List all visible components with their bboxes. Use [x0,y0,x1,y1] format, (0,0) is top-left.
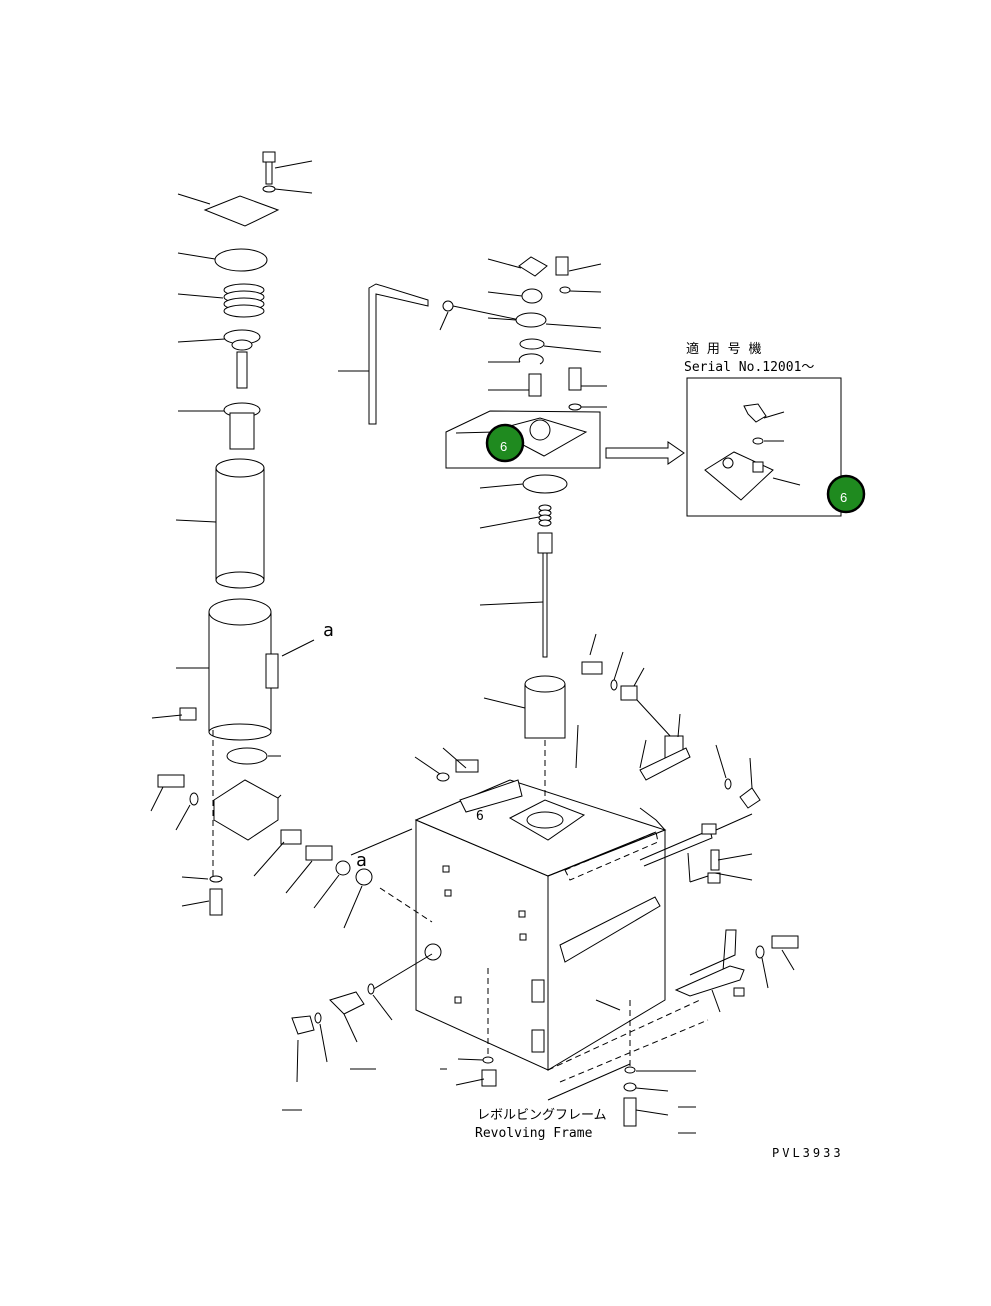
frame-label-en: Revolving Frame [475,1126,593,1141]
serial-elbow [743,403,767,423]
return-fittings [581,633,799,1013]
serial-panel: 適 用 号 機 Serial No.12001～ [684,341,842,517]
sight-gauge [559,896,661,963]
dipstick-rod [542,552,548,658]
drain-washer [209,875,223,883]
cover-washer [568,403,582,411]
dipstick-nut [537,532,553,554]
cap-bolt-small [555,256,569,276]
tank-bracket [414,747,523,813]
pipe-clamp [442,300,454,312]
valve-o-ring [724,778,732,790]
elbow-fitting [280,829,302,845]
elbow-adapter [739,787,761,809]
serial-arrow [605,441,685,465]
drain-bolt [209,888,223,916]
union-fitting [701,823,717,835]
head-bolt [157,774,185,788]
filter-spring [223,283,265,318]
breather-pipe [338,283,521,425]
filter-assembly: a a [150,151,413,929]
drawing-code: PVL3933 [772,1146,844,1160]
snap-ring [355,868,373,886]
level-sensor [674,965,745,997]
bracket-bolt [455,759,479,773]
drain-plug [367,983,375,995]
cover-o-ring [214,248,268,272]
applicability-title: 適 用 号 機 [686,341,761,357]
head-washer [189,792,199,806]
coupling-spring [305,845,333,861]
filler-neck [515,312,547,328]
retaining-ring [518,353,544,365]
drain-valve [329,991,365,1015]
frame-washer [624,1066,636,1074]
sensor-washer [755,945,765,959]
serial-washer [752,437,764,445]
bracket-washer [436,772,450,782]
cap-collar [521,288,543,304]
callout-marker-serial[interactable]: 6 [826,474,866,514]
view-a-label: a [356,850,367,871]
neck-o-ring [519,338,545,350]
cap-washer [262,185,276,193]
bleeder-plug [528,373,542,397]
case-o-ring [226,747,268,765]
tank-o-ring [522,474,568,494]
nipple [707,872,721,884]
filter-case [208,611,272,733]
frame-bolt [623,1097,637,1127]
sleeve [710,849,720,871]
hydraulic-tank: 6 [371,724,709,1083]
svg-text:6: 6 [840,490,847,505]
callout-marker-cover[interactable]: 6 [485,423,525,463]
filter-head [213,779,279,841]
filler-cap-assembly [445,256,685,739]
dipstick-spring [538,504,552,527]
filter-element [215,467,265,581]
serial-cover-plate [704,451,774,501]
bottom-bolt [481,1069,497,1087]
coupling-nut [335,860,351,876]
tee-fitting [581,661,603,675]
svg-text:6: 6 [500,439,507,454]
cover-bolt [568,367,582,391]
filler-cap [518,256,548,277]
bottom-washer [482,1056,494,1064]
drain-elbow [291,1015,315,1035]
cap-bolt [262,151,276,163]
filter-cover [203,195,280,227]
frame-washer-2 [623,1082,637,1092]
case-fitting [179,707,197,721]
small-washer [559,286,571,294]
drain-port [424,943,442,961]
reducer [620,685,638,701]
tee-washer [610,679,618,691]
drain-fittings [282,983,696,1134]
sensor-bolt [771,935,799,949]
drain-o-ring [314,1012,322,1024]
frame-label-jp: レボルビングフレーム [477,1108,607,1123]
view-a-arrow-label: a [323,620,334,641]
applicability-serial: Serial No.12001～ [684,360,814,375]
tank-mark: 6 [476,809,484,824]
